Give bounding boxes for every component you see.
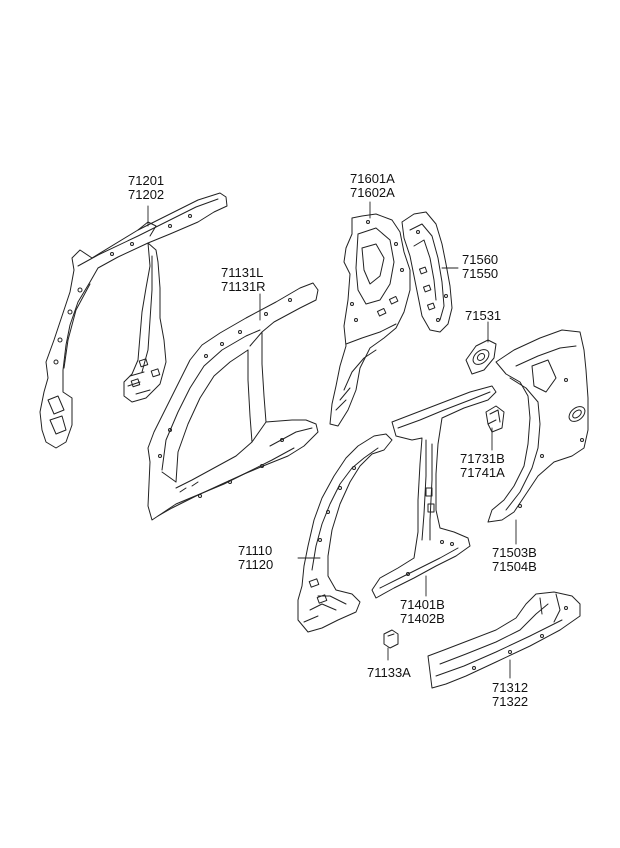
label-71133: 71133A bbox=[367, 666, 411, 680]
part-number: 71120 bbox=[238, 557, 274, 572]
rear-pillar-inner-reinforcement-part bbox=[401, 211, 453, 333]
part-number: 71312 bbox=[492, 680, 529, 695]
side-outer-panel-frame-part bbox=[147, 282, 319, 521]
label-71731: 71731B 71741A bbox=[460, 452, 505, 480]
part-number: 71131L bbox=[221, 265, 264, 280]
part-number: 71731B bbox=[460, 451, 505, 466]
part-number: 71531 bbox=[465, 308, 502, 323]
part-number: 71602A bbox=[350, 185, 395, 200]
part-number: 71741A bbox=[460, 465, 505, 480]
part-number: 71504B bbox=[492, 559, 537, 574]
front-pillar-upper-part bbox=[39, 192, 228, 449]
small-clip-part bbox=[383, 629, 399, 649]
label-71560: 71560 71550 bbox=[462, 253, 498, 281]
front-pillar-outer-part bbox=[297, 433, 393, 633]
leader-lines bbox=[147, 201, 517, 679]
label-71601: 71601A 71602A bbox=[350, 172, 395, 200]
label-71531: 71531 bbox=[465, 309, 501, 323]
part-number: 71202 bbox=[128, 187, 165, 202]
label-71401: 71401B 71402B bbox=[400, 598, 445, 626]
small-bracket-part bbox=[485, 405, 505, 433]
rocker-sill-panel-part bbox=[427, 591, 581, 689]
part-number: 71560 bbox=[462, 252, 499, 267]
label-71312: 71312 71322 bbox=[492, 681, 528, 709]
part-number: 71550 bbox=[462, 266, 499, 281]
part-number: 71201 bbox=[128, 173, 165, 188]
fuel-filler-housing-part bbox=[465, 339, 497, 375]
part-number: 71402B bbox=[400, 611, 445, 626]
part-number: 71322 bbox=[492, 694, 529, 709]
part-number: 71601A bbox=[350, 171, 395, 186]
part-number: 71131R bbox=[221, 279, 266, 294]
label-71201: 71201 71202 bbox=[128, 174, 164, 202]
label-71503: 71503B 71504B bbox=[492, 546, 537, 574]
label-71131: 71131L 71131R bbox=[221, 266, 266, 294]
part-number: 71401B bbox=[400, 597, 445, 612]
label-71110: 71110 71120 bbox=[238, 544, 273, 572]
part-number: 71503B bbox=[492, 545, 537, 560]
rear-quarter-outer-panel-part bbox=[487, 329, 589, 523]
center-pillar-upper-rail-part bbox=[371, 385, 497, 599]
part-number: 71110 bbox=[238, 543, 273, 558]
rear-inner-quarter-panel-part bbox=[329, 213, 411, 427]
part-number: 71133A bbox=[367, 665, 411, 680]
